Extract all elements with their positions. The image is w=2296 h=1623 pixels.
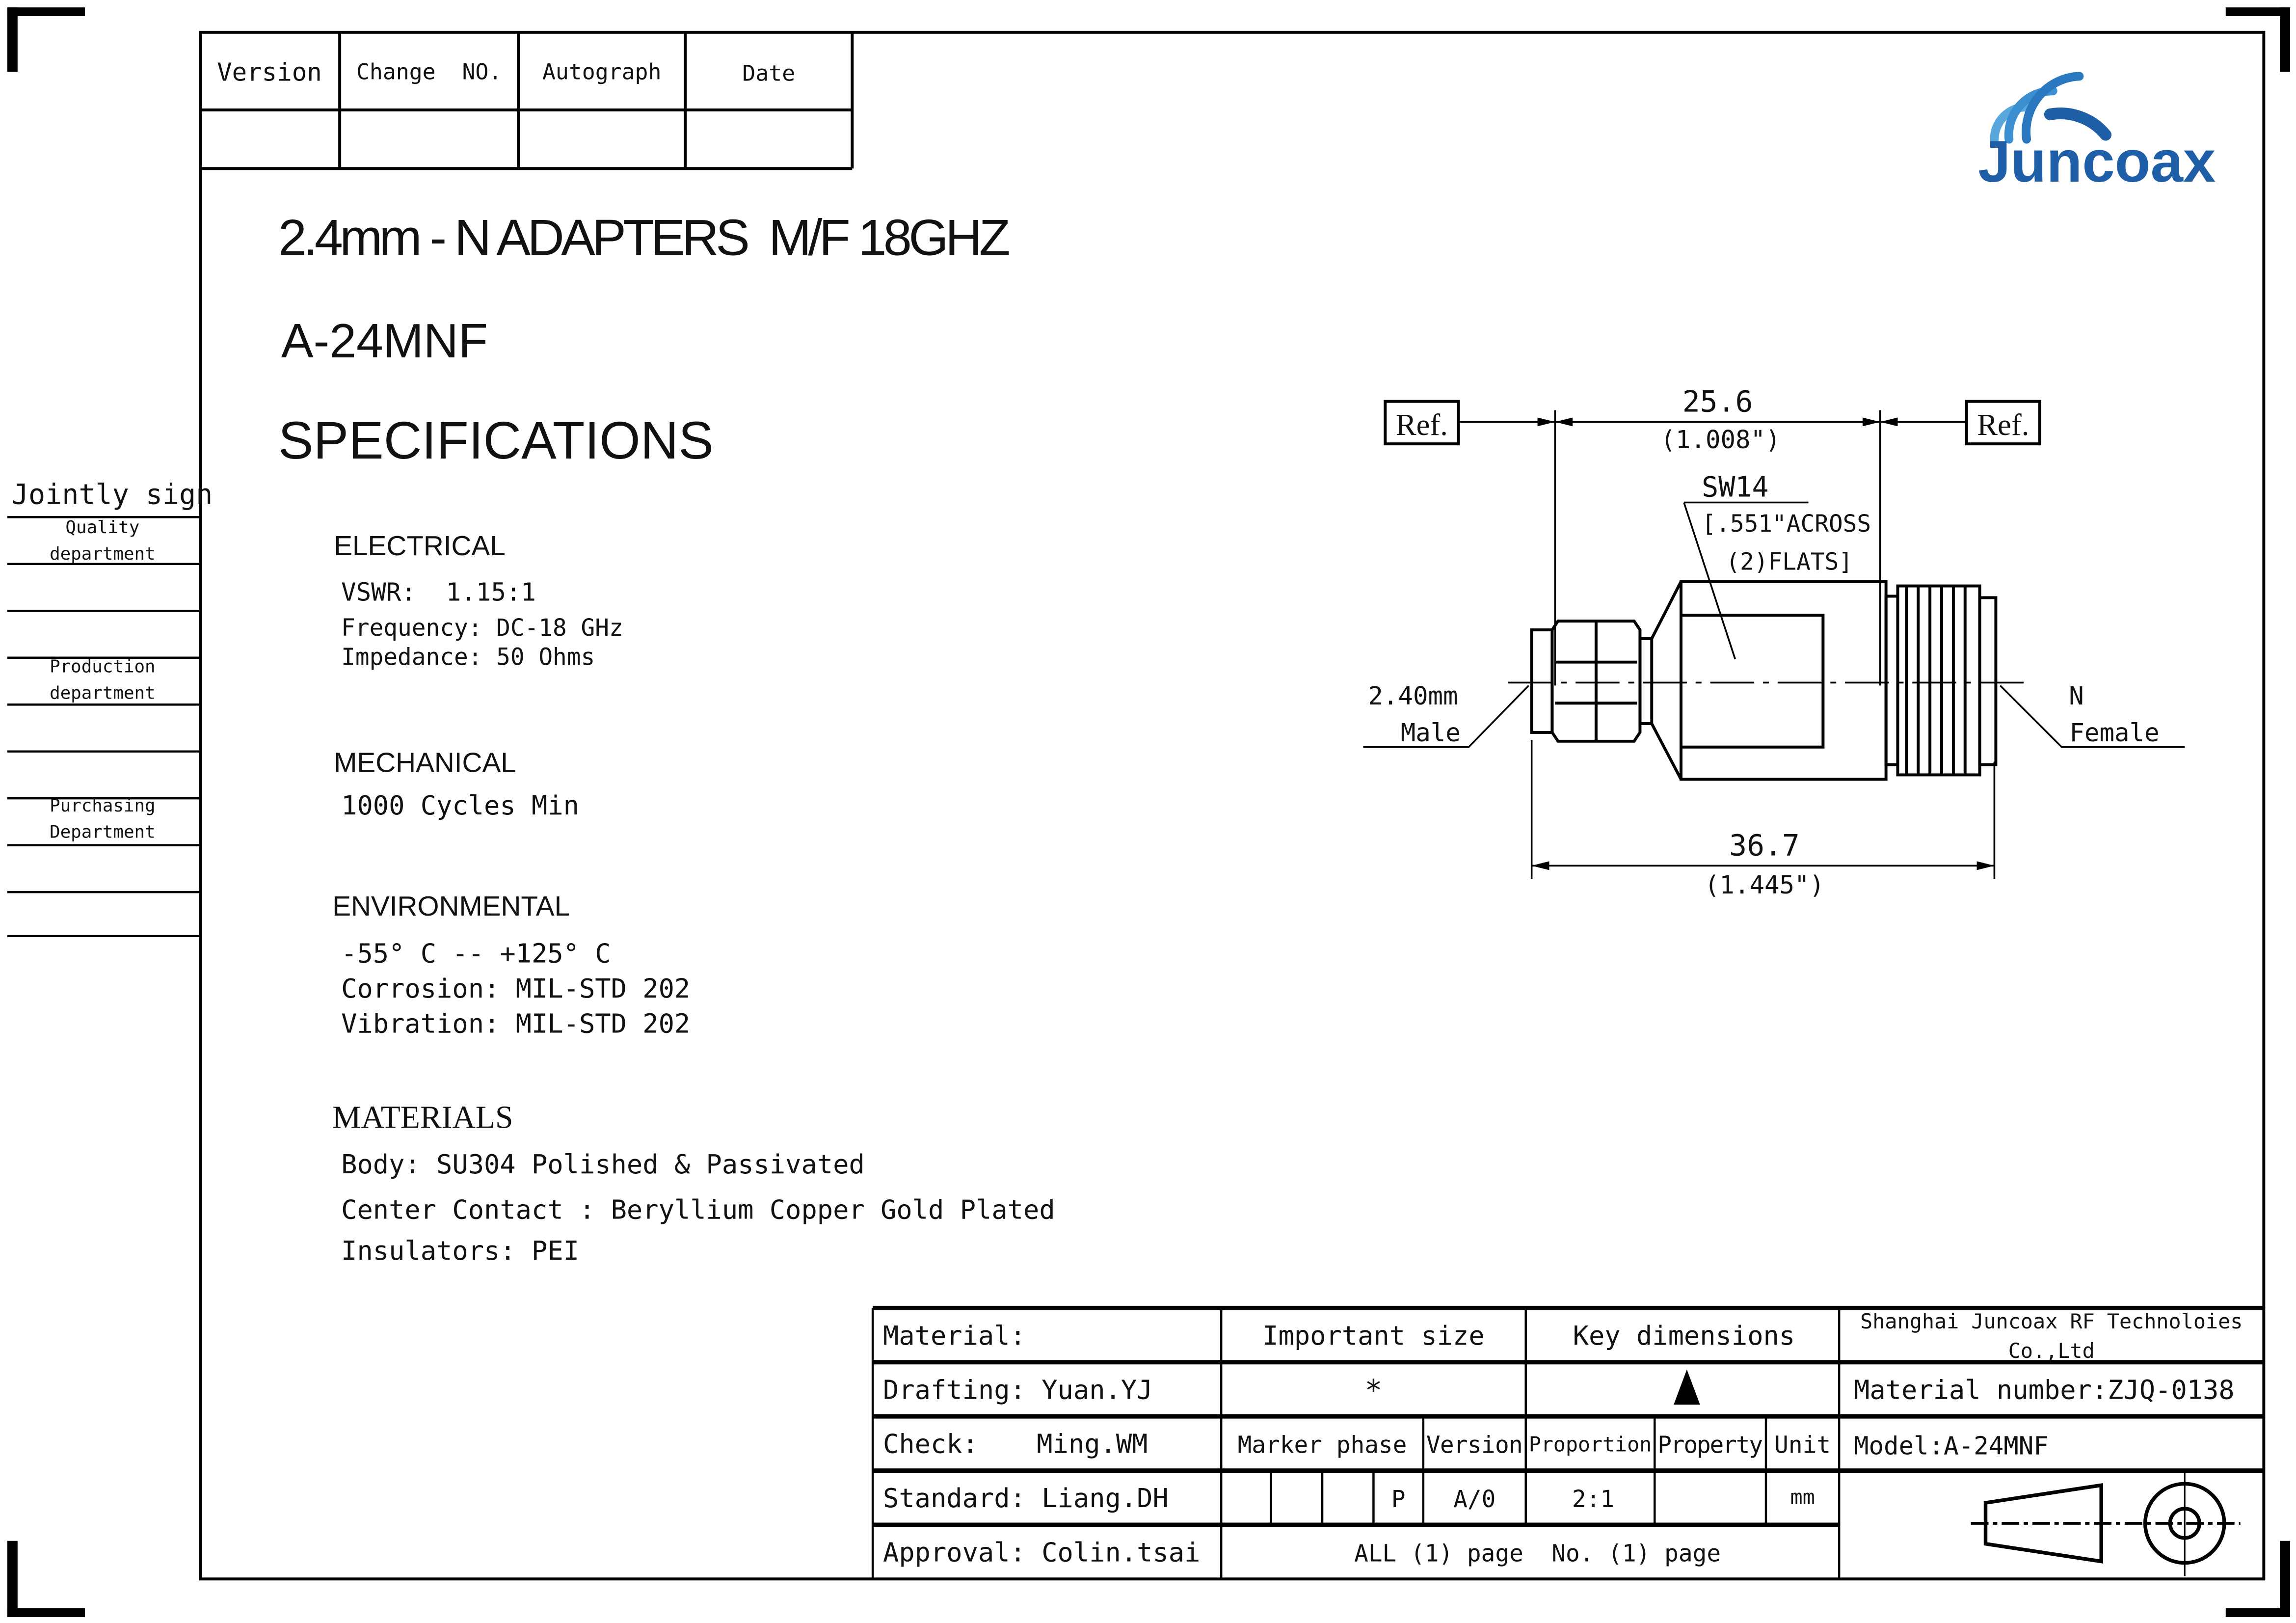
header-change-no: Change NO. xyxy=(356,58,502,84)
revision-table: Version Change NO. Autograph Date xyxy=(200,32,854,170)
unit-label: Unit xyxy=(1774,1432,1831,1459)
material-number: Material number:ZJQ-0138 xyxy=(1854,1374,2235,1405)
left-connector-type: 2.40mm xyxy=(1368,681,1458,710)
unit-value: mm xyxy=(1790,1485,1815,1509)
key-dimensions: Key dimensions xyxy=(1573,1320,1795,1351)
ref-left: Ref. xyxy=(1396,407,1448,442)
corner-marks xyxy=(7,7,2291,1617)
right-connector-gender: Female xyxy=(2069,718,2159,747)
environmental-heading: ENVIRONMENTAL xyxy=(332,891,570,922)
standard: Standard: Liang.DH xyxy=(883,1483,1169,1514)
title-block: Material: Drafting: Yuan.YJ Check: Ming.… xyxy=(871,1305,2264,1579)
marker-phase: Marker phase xyxy=(1238,1432,1407,1459)
model-number: A-24MNF xyxy=(281,314,488,368)
proportion-label: Proportion xyxy=(1529,1433,1652,1457)
electrical-heading: ELECTRICAL xyxy=(334,531,506,562)
property-label: Property xyxy=(1657,1432,1763,1459)
header-version: Version xyxy=(217,57,322,86)
sw-label: SW14 xyxy=(1702,471,1768,504)
approval: Approval: Colin.tsai xyxy=(883,1537,1200,1568)
specifications: ELECTRICAL VSWR: 1.15:1 Frequency: DC-18… xyxy=(332,531,1055,1266)
right-connector-type: N xyxy=(2069,681,2084,710)
dim-bottom: 36.7 xyxy=(1729,829,1800,863)
center-contact-material: Center Contact : Beryllium Copper Gold P… xyxy=(341,1194,1055,1225)
dim-top: 25.6 xyxy=(1682,385,1753,419)
drafting: Drafting: Yuan.YJ xyxy=(883,1374,1152,1405)
dept-production-1: Production xyxy=(50,657,156,677)
specifications-heading: SPECIFICATIONS xyxy=(278,411,714,470)
dim-top-inch: (1.008") xyxy=(1660,425,1780,454)
sw-note-1: [.551"ACROSS xyxy=(1702,511,1871,538)
model-field: Model:A-24MNF xyxy=(1854,1432,2049,1461)
important-mark: * xyxy=(1364,1374,1382,1407)
impedance: Impedance: 50 Ohms xyxy=(341,644,595,671)
company-name-2: Co.,Ltd xyxy=(2008,1339,2095,1363)
header-date: Date xyxy=(742,60,795,86)
corrosion: Corrosion: MIL-STD 202 xyxy=(341,973,690,1004)
ref-right: Ref. xyxy=(1977,407,2029,442)
mating-cycles: 1000 Cycles Min xyxy=(341,790,579,821)
sheet-frame xyxy=(199,30,2266,1581)
frequency: Frequency: DC-18 GHz xyxy=(341,615,623,642)
materials-heading: MATERIALS xyxy=(332,1100,513,1135)
sw-note-2: (2)FLATS] xyxy=(1726,549,1853,576)
dept-production-2: department xyxy=(50,683,156,703)
company-name-1: Shanghai Juncoax RF Technoloies xyxy=(1860,1309,2243,1333)
material-label: Material: xyxy=(883,1320,1026,1351)
vswr: VSWR: 1.15:1 xyxy=(341,577,536,606)
phase-value: P xyxy=(1391,1486,1406,1513)
header-autograph: Autograph xyxy=(542,58,661,84)
logo-text: Juncoax xyxy=(1978,129,2216,194)
proportion-value: 2:1 xyxy=(1572,1486,1614,1513)
important-size: Important size xyxy=(1262,1320,1485,1351)
connector-drawing: Ref. Ref. 25.6 (1.008") SW14 [.551"ACROS… xyxy=(1363,385,2185,899)
key-dimension-triangle-icon xyxy=(1674,1369,1700,1405)
product-title: 2.4mm - N ADAPTERS M/F 18GHZ xyxy=(278,209,1011,266)
insulator-material: Insulators: PEI xyxy=(341,1235,579,1266)
version-value: A/0 xyxy=(1453,1486,1495,1513)
dept-quality-1: Quality xyxy=(65,517,139,538)
jointly-sign-column: Jointly sign Quality department Producti… xyxy=(7,478,213,937)
jointly-sign-label: Jointly sign xyxy=(12,478,213,511)
mechanical-heading: MECHANICAL xyxy=(334,747,516,778)
page-count: ALL (1) page No. (1) page xyxy=(1354,1541,1721,1568)
dept-purchasing-1: Purchasing xyxy=(50,796,156,816)
dept-quality-2: department xyxy=(50,544,156,564)
left-connector-gender: Male xyxy=(1401,718,1461,747)
version-label: Version xyxy=(1426,1432,1523,1459)
body-material: Body: SU304 Polished & Passivated xyxy=(341,1149,865,1180)
check-name: Ming.WM xyxy=(1037,1429,1148,1460)
dim-bottom-inch: (1.445") xyxy=(1705,870,1824,899)
dept-purchasing-2: Department xyxy=(50,822,156,842)
juncoax-logo: Juncoax xyxy=(1978,72,2216,194)
vibration: Vibration: MIL-STD 202 xyxy=(341,1008,690,1039)
projection-symbol-icon xyxy=(1971,1472,2241,1576)
check-label: Check: xyxy=(883,1429,978,1460)
temperature: -55° C -- +125° C xyxy=(341,938,611,969)
